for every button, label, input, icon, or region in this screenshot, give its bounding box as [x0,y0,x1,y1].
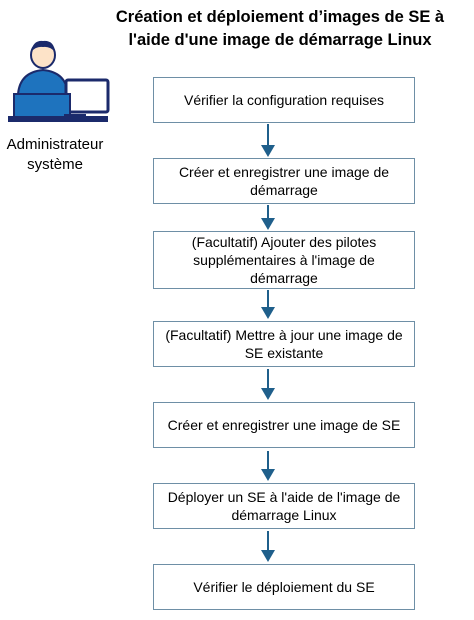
step-label: (Facultatif) Ajouter des pilotes supplém… [191,234,377,286]
step-add-drivers: (Facultatif) Ajouter des pilotes supplém… [153,231,415,289]
arrowhead-6 [261,550,275,562]
arrowhead-2 [261,218,275,230]
administrator-computer-icon [8,40,110,122]
role-label-line-1: Administrateur [6,136,104,153]
step-label: Créer et enregistrer une image de SE [167,417,401,433]
step-label: (Facultatif) Mettre à jour une image de … [165,327,403,361]
step-label: Vérifier la configuration requises [184,92,384,108]
step-deploy-os: Déployer un SE à l'aide de l'image de dé… [153,483,415,529]
step-label: Créer et enregistrer une image de démarr… [178,164,390,198]
arrowhead-5 [261,469,275,481]
step-create-boot-image: Créer et enregistrer une image de démarr… [153,158,415,204]
role-label: Administrateur système [0,135,110,175]
role-label-line-2: système [27,156,83,173]
step-update-os-image: (Facultatif) Mettre à jour une image de … [153,321,415,367]
step-verify-deployment: Vérifier le déploiement du SE [153,564,415,610]
arrowhead-3 [261,307,275,319]
diagram-title: Création et déploiement d’images de SE à… [100,6,460,52]
step-verify-requirements: Vérifier la configuration requises [153,77,415,123]
step-label: Vérifier le déploiement du SE [193,579,375,595]
step-create-os-image: Créer et enregistrer une image de SE [153,402,415,448]
arrowhead-1 [261,145,275,157]
title-line-2: l'aide d'une image de démarrage Linux [128,31,432,49]
title-line-1: Création et déploiement d’images de SE à [115,8,445,26]
step-label: Déployer un SE à l'aide de l'image de dé… [167,489,401,523]
arrowhead-4 [261,388,275,400]
